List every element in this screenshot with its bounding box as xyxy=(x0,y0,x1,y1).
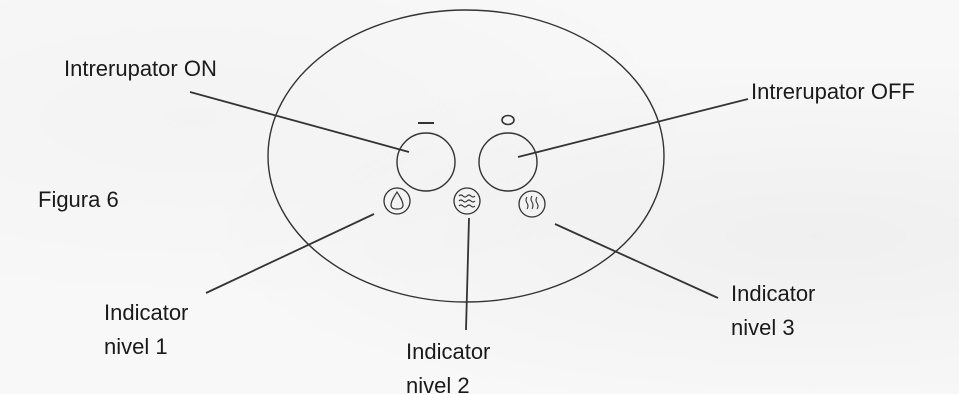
label-indicator-2: Indicator nivel 2 xyxy=(406,335,490,394)
label-indicator-1-line1: Indicator xyxy=(104,300,189,325)
leader-line-switch-off xyxy=(517,98,749,158)
indicator-1-ring xyxy=(383,187,411,215)
droplet-icon xyxy=(390,190,404,210)
label-indicator-3-line2: nivel 3 xyxy=(731,315,795,340)
leader-line-indicator-2 xyxy=(465,217,470,331)
label-indicator-3: Indicator nivel 3 xyxy=(731,277,815,345)
indicator-3-ring xyxy=(518,190,546,218)
off-symbol-circle-o-icon xyxy=(501,114,515,126)
label-indicator-1: Indicator nivel 1 xyxy=(104,296,188,364)
figure-label: Figura 6 xyxy=(38,187,119,212)
label-switch-off: Intrerupator OFF xyxy=(751,79,915,104)
indicator-level-2 xyxy=(453,187,481,215)
indicator-level-3 xyxy=(518,190,546,218)
panel-outline xyxy=(267,9,665,303)
leader-line-indicator-3 xyxy=(554,223,719,299)
leader-line-indicator-1 xyxy=(205,213,375,294)
label-indicator-1-line2: nivel 1 xyxy=(104,334,168,359)
label-indicator-2-line2: nivel 2 xyxy=(406,373,470,394)
switch-off-knob xyxy=(478,132,538,192)
switch-on-knob xyxy=(396,132,456,192)
label-indicator-3-line1: Indicator xyxy=(731,281,816,306)
heat-waves-icon xyxy=(525,195,539,210)
indicator-2-ring xyxy=(453,187,481,215)
leader-line-switch-on xyxy=(189,91,410,153)
waves-icon xyxy=(458,194,476,208)
label-switch-on: Intrerupator ON xyxy=(64,56,217,81)
indicator-level-1 xyxy=(383,187,411,215)
label-indicator-2-line1: Indicator xyxy=(406,339,491,364)
